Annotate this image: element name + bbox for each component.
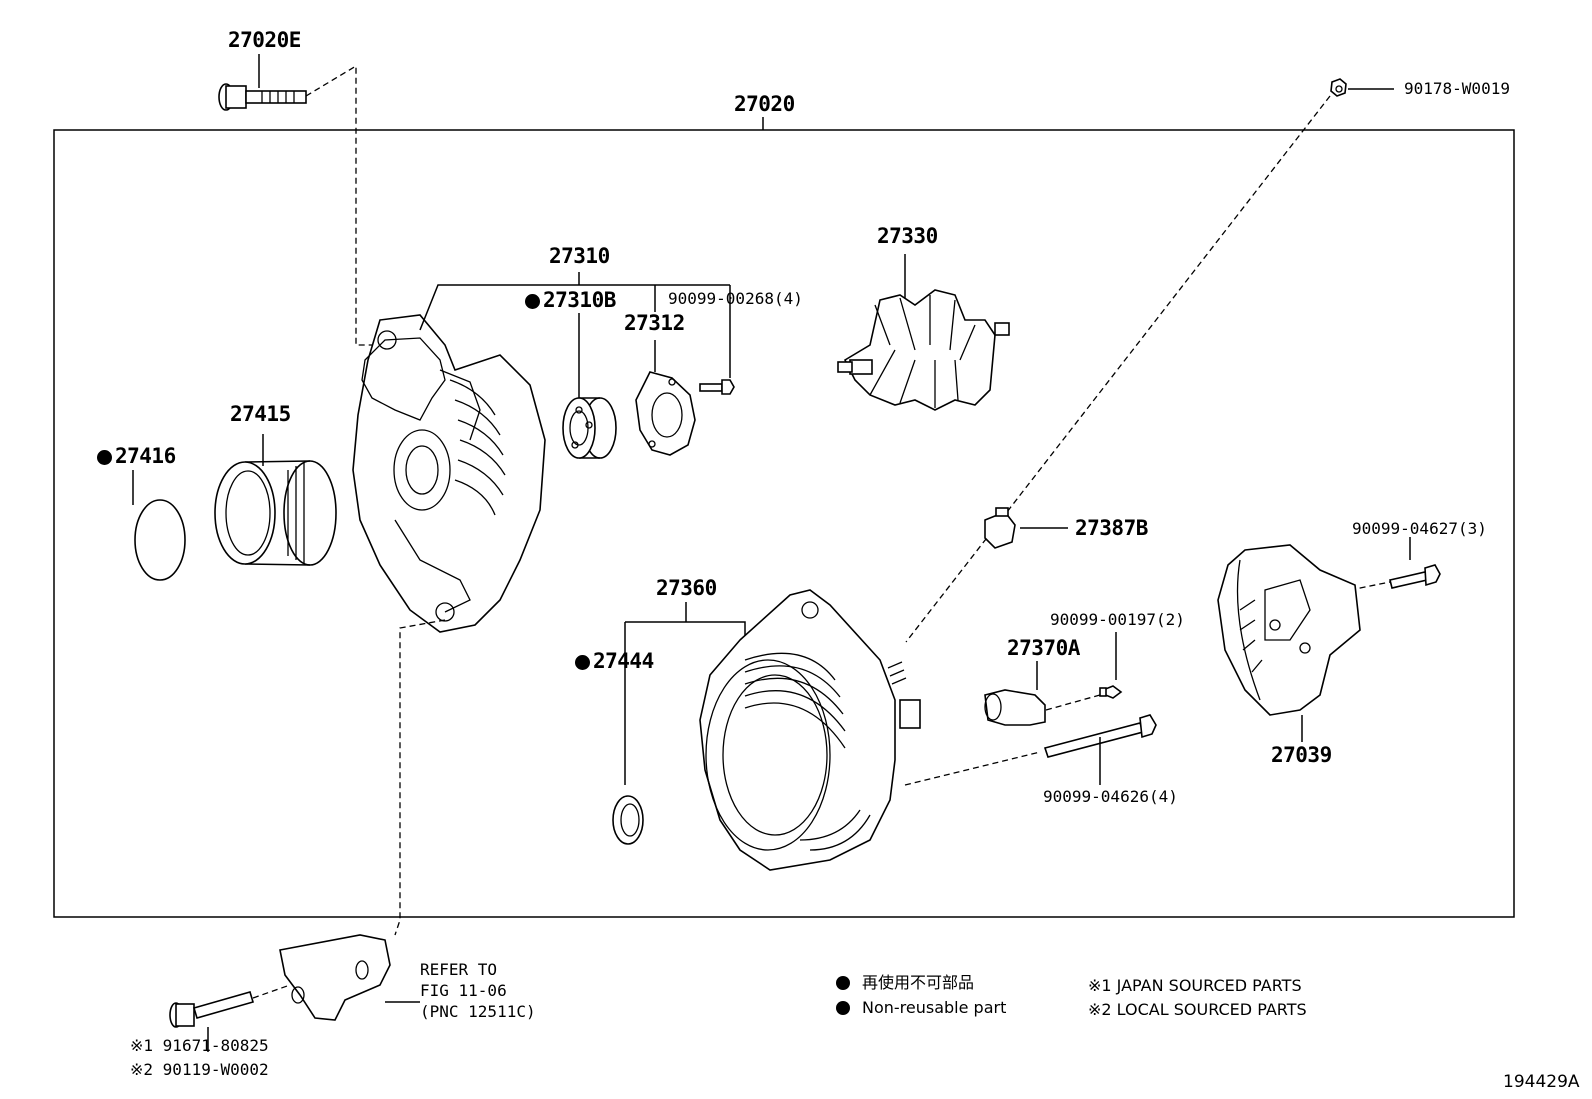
label-27444: 27444 — [575, 651, 654, 672]
label-27416: 27416 — [97, 446, 176, 467]
bolt-27020E — [218, 54, 307, 111]
label-90099-04626: 90099-04626(4) — [1043, 787, 1178, 806]
bracket-refer — [279, 934, 420, 1021]
illustration-id: 194429A — [1503, 1072, 1580, 1092]
label-27020: 27020 — [734, 92, 795, 116]
part-27416-cap — [132, 470, 186, 581]
part-27387B — [984, 507, 1068, 549]
assembly-frame — [53, 129, 1515, 918]
label-27360: 27360 — [656, 576, 717, 600]
part-27039-cover — [1217, 544, 1361, 742]
label-27039: 27039 — [1271, 743, 1332, 767]
non-reusable-mark — [525, 294, 540, 309]
bottom-bolt-line1: ※1 91671-80825 — [130, 1036, 269, 1055]
label-90178-W0019: 90178-W0019 — [1404, 79, 1510, 98]
label-27370A: 27370A — [1007, 636, 1080, 660]
refer-line1: REFER TO — [420, 960, 498, 979]
non-reusable-mark — [97, 450, 112, 465]
label-90099-04627: 90099-04627(3) — [1352, 519, 1487, 538]
part-27312-plate — [635, 340, 696, 456]
refer-line2: FIG 11-06 — [420, 981, 507, 1000]
label-27310: 27310 — [549, 244, 610, 268]
part-27310B-bearing — [562, 313, 617, 459]
screw-90099-00268 — [699, 379, 735, 395]
legend-en: Non-reusable part — [862, 998, 1007, 1017]
legend-dot-jp — [836, 976, 850, 990]
non-reusable-mark — [575, 655, 590, 670]
legend-note2: ※2 LOCAL SOURCED PARTS — [1088, 1000, 1307, 1019]
label-27310B: 27310B — [525, 290, 616, 311]
label-27387B: 27387B — [1075, 516, 1148, 540]
legend-jp: 再使用不可部品 — [862, 973, 975, 992]
dash-90178 — [905, 95, 1331, 643]
nut-90178 — [1330, 78, 1394, 97]
label-90099-00197: 90099-00197(2) — [1050, 610, 1185, 629]
label-27415: 27415 — [230, 402, 291, 426]
bolt-91671 — [169, 984, 291, 1052]
part-27370A-brush-holder — [984, 661, 1101, 726]
label-27312: 27312 — [624, 311, 685, 335]
part-27415-pulley — [214, 434, 337, 566]
part-27360-end-frame — [625, 589, 921, 871]
bolt-90099-04627 — [1339, 537, 1441, 593]
label-27330: 27330 — [877, 224, 938, 248]
legend-note1: ※1 JAPAN SOURCED PARTS — [1088, 976, 1302, 995]
screw-90099-00197 — [1099, 632, 1123, 699]
part-27330-rotor — [837, 254, 1010, 411]
label-90099-00268: 90099-00268(4) — [668, 289, 803, 308]
bolt-90099-04626 — [904, 714, 1157, 786]
part-27310-frame — [352, 284, 655, 633]
refer-line3: (PNC 12511C) — [420, 1002, 536, 1021]
dash-bottom-frame — [394, 619, 446, 936]
bottom-bolt-line2: ※2 90119-W0002 — [130, 1060, 269, 1079]
legend-dot-en — [836, 1001, 850, 1015]
label-27020E: 27020E — [228, 28, 301, 52]
dash-27020E — [305, 64, 378, 346]
part-27444-ring — [612, 622, 644, 845]
